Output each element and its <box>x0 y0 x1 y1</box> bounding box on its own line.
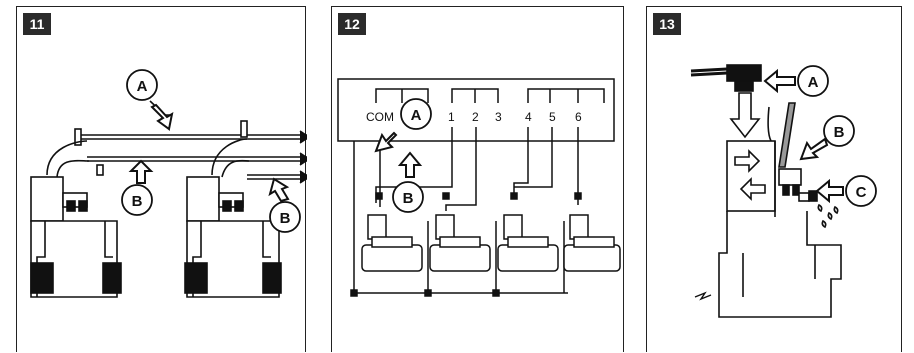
valve-body-left <box>30 176 64 222</box>
solenoid-handle <box>690 67 728 77</box>
arrow-down <box>729 92 761 139</box>
callout-11-a: A <box>137 78 148 95</box>
callout-12-b: B <box>403 190 414 207</box>
callout-12-a: A <box>411 107 422 124</box>
figure-12-number: 12 <box>338 13 366 35</box>
valve-2 <box>429 214 491 272</box>
terminal-3: 3 <box>495 110 502 124</box>
figure-13-number: 13 <box>653 13 681 35</box>
terminal-1: 1 <box>448 110 455 124</box>
terminal-com: COM <box>366 110 394 124</box>
callout-13-c: C <box>856 184 867 201</box>
figure-13-drawing: A B C <box>690 64 877 318</box>
arrow-b-left <box>128 159 154 184</box>
terminal-4: 4 <box>525 110 532 124</box>
figure-13-panel: 13 <box>646 6 902 352</box>
valve-4 <box>563 214 621 272</box>
arrow-left-icon <box>739 177 766 201</box>
figure-11-panel: 11 <box>16 6 307 352</box>
arrow-c <box>815 178 844 204</box>
solenoid-body <box>726 140 776 212</box>
arrow-a <box>763 68 796 94</box>
tube-middle <box>87 156 307 162</box>
callout-13-b: B <box>834 124 845 141</box>
arrow-a <box>374 131 398 153</box>
figure-11-number: 11 <box>23 13 51 35</box>
valve-body-right <box>186 176 220 222</box>
terminal-6: 6 <box>575 110 582 124</box>
arrow-b <box>397 151 423 178</box>
figure-11-drawing: A B B <box>30 69 307 298</box>
arrow-b-right <box>268 177 290 203</box>
valve-1 <box>361 214 423 272</box>
figure-12-panel: 12 <box>331 6 624 352</box>
terminal-2: 2 <box>472 110 479 124</box>
valve-3 <box>497 214 559 272</box>
screwdriver <box>778 102 796 168</box>
callout-13-a: A <box>808 74 819 91</box>
callout-11-b1: B <box>132 193 143 210</box>
terminal-5: 5 <box>549 110 556 124</box>
tube-upper <box>77 134 307 140</box>
figure-12-drawing: COM 1 2 3 4 5 6 A B <box>337 78 621 297</box>
tube-lower <box>247 174 307 180</box>
arrow-right-icon <box>734 149 761 173</box>
callout-11-b2: B <box>280 210 291 227</box>
arrow-b <box>799 137 829 161</box>
